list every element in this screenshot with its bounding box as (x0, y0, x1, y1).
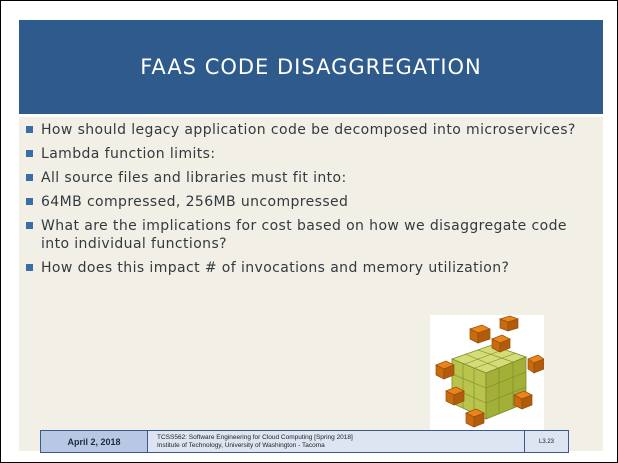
square-bullet-icon (26, 222, 33, 229)
bullet-item: How should legacy application code be de… (23, 121, 583, 139)
bullet-text: All source files and libraries must fit … (41, 170, 347, 186)
title-band: FAAS CODE DISAGGREGATION (19, 20, 603, 114)
bullet-text: How should legacy application code be de… (41, 122, 576, 138)
cube-puzzle-icon (435, 315, 545, 428)
square-bullet-icon (26, 198, 33, 205)
footer-date: April 2, 2018 (40, 430, 148, 453)
slide-title: FAAS CODE DISAGGREGATION (140, 55, 482, 79)
square-bullet-icon (26, 150, 33, 157)
slide: FAAS CODE DISAGGREGATION How should lega… (19, 20, 603, 453)
bullet-item: 64MB compressed, 256MB uncompressed (23, 193, 583, 211)
bullet-item: All source files and libraries must fit … (23, 169, 583, 187)
footer-course-title: TCSS562: Software Engineering for Cloud … (157, 433, 353, 441)
cube-puzzle-image (430, 315, 545, 433)
bullet-text: Lambda function limits: (41, 146, 216, 162)
bullet-item: How does this impact # of invocations an… (23, 259, 583, 277)
bullet-item: What are the implications for cost based… (23, 217, 583, 253)
bullet-text: What are the implications for cost based… (41, 218, 567, 252)
bullet-item: Lambda function limits: (23, 145, 583, 163)
footer-slide-number: L3.23 (525, 430, 569, 453)
slide-footer: April 2, 2018 TCSS562: Software Engineer… (40, 430, 569, 453)
bullet-list: How should legacy application code be de… (23, 121, 583, 283)
footer-institution: Institute of Technology, University of W… (157, 441, 325, 449)
bullet-text: 64MB compressed, 256MB uncompressed (41, 194, 349, 210)
square-bullet-icon (26, 264, 33, 271)
square-bullet-icon (26, 126, 33, 133)
footer-course-info: TCSS562: Software Engineering for Cloud … (148, 430, 525, 453)
title-divider (19, 114, 603, 117)
square-bullet-icon (26, 174, 33, 181)
bullet-text: How does this impact # of invocations an… (41, 260, 510, 276)
